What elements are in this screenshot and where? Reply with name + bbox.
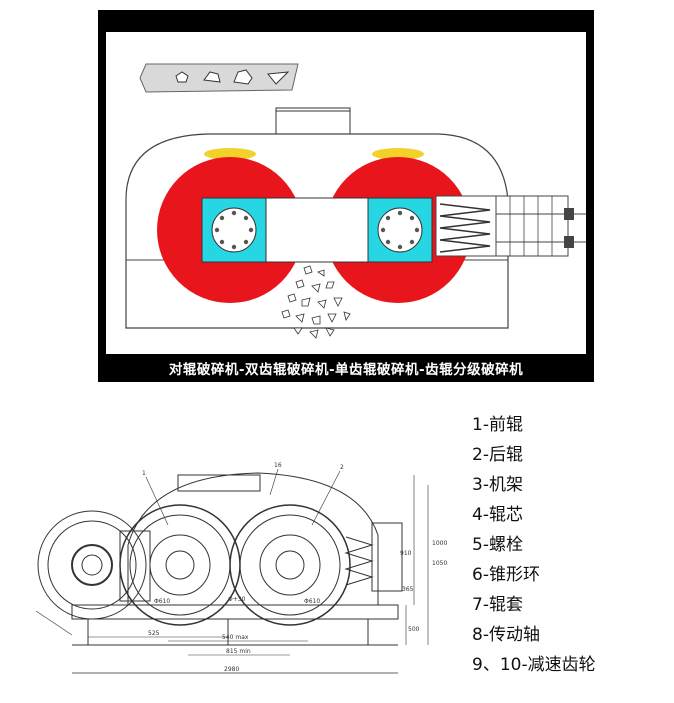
engineering-drawing: 1 2 16 Φ610 Φ610 Φ+30 525 540 max 815 mi…: [28, 405, 458, 695]
dim-500: 500: [408, 626, 420, 633]
legend-item: 2-后辊: [472, 445, 523, 465]
callout-16: 16: [274, 462, 282, 469]
caption-bar: 对辊破碎机-双齿辊破碎机-单齿辊破碎机-齿辊分级破碎机: [168, 362, 524, 378]
shape-chunk-icon: [203, 71, 221, 83]
legend-item: 3-机架: [472, 475, 523, 495]
shape-triangle-icon: [267, 71, 290, 85]
spring-coil: [439, 203, 491, 253]
dim-2980: 2980: [224, 666, 239, 673]
feed-shape-plate: [139, 63, 299, 93]
feed-hopper: [275, 107, 351, 135]
shape-hexagon-icon: [175, 71, 189, 83]
left-roll-wear-cap: [204, 148, 256, 160]
legend-item: 1-前辊: [472, 415, 523, 435]
front-roll-hub: [201, 197, 267, 263]
rear-roll-outline: [229, 504, 351, 626]
callout-2: 2: [340, 464, 344, 471]
dim-1000: 1000: [432, 540, 447, 547]
dim-540max: 540 max: [222, 634, 249, 641]
legend-item: 5-螺栓: [472, 535, 523, 555]
base-frame: [71, 604, 399, 620]
shape-pentagon-icon: [233, 69, 253, 85]
roll-frame-bar: [265, 197, 369, 263]
rear-roll-hub: [367, 197, 433, 263]
dim-gap: Φ+30: [228, 596, 246, 603]
dim-525: 525: [148, 630, 160, 637]
legend-item: 7-辊套: [472, 595, 523, 615]
crusher-schematic: 对辊破碎机-双齿辊破碎机-单齿辊破碎机-齿辊分级破碎机: [98, 10, 594, 382]
dim-815min: 815 min: [226, 648, 251, 655]
engineering-drawing-svg: 1 2 16 Φ610 Φ610 Φ+30 525 540 max 815 mi…: [35, 462, 447, 674]
dim-365: 365: [402, 586, 414, 593]
parts-legend: 1-前辊 2-后辊 3-机架 4-辊芯 5-螺栓 6-锥形环 7-辊套 8-传动…: [472, 410, 667, 680]
dim-1050: 1050: [432, 560, 447, 567]
legend-item: 8-传动轴: [472, 625, 540, 645]
legend-item: 6-锥形环: [472, 565, 540, 585]
dim-roll-dia-rear: Φ610: [304, 598, 320, 605]
dim-910: 910: [400, 550, 412, 557]
legend-item: 9、10-减速齿轮: [472, 655, 596, 675]
legend-item: 4-辊芯: [472, 505, 523, 525]
spring-assembly: [435, 195, 586, 257]
callout-1: 1: [142, 470, 146, 477]
crushed-particles: [281, 265, 351, 339]
right-roll-wear-cap: [372, 148, 424, 160]
crusher-schematic-svg: [106, 32, 586, 354]
dim-roll-dia-front: Φ610: [154, 598, 170, 605]
front-roll-outline: [119, 504, 241, 626]
